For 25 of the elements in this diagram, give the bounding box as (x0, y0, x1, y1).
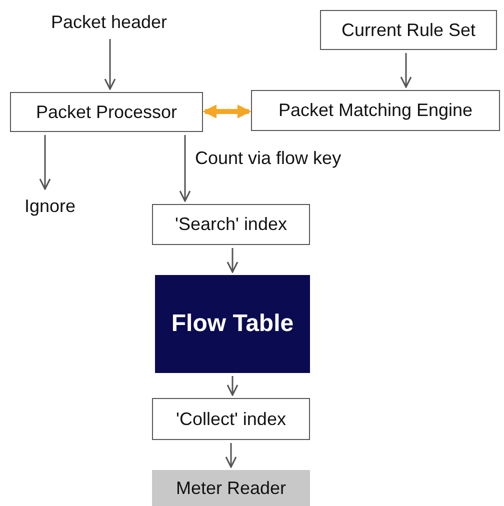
double-arrow (202, 104, 252, 118)
process-box (152, 398, 310, 440)
text-label: Packet header (50, 12, 168, 32)
box-label: Flow Table (171, 310, 294, 338)
process-box (152, 204, 310, 245)
box-label: Meter Reader (176, 478, 286, 498)
arrow (104, 39, 116, 90)
edge-label: Count via flow key (195, 148, 342, 169)
arrow (179, 135, 191, 202)
arrow (39, 135, 51, 190)
box-label: 'Search' index (175, 214, 287, 235)
box-label: Current Rule Set (341, 20, 476, 40)
box-label: 'Collect' index (176, 408, 286, 430)
output-box (152, 470, 310, 506)
process-box (320, 10, 497, 50)
text-label: Ignore (24, 196, 76, 216)
table-box (155, 275, 310, 373)
box-label: Packet Processor (36, 102, 178, 122)
process-box (251, 90, 500, 131)
arrow (226, 376, 238, 396)
arrow (226, 248, 238, 273)
arrow (400, 53, 412, 88)
process-box (10, 92, 203, 132)
box-label: Packet Matching Engine (278, 100, 473, 121)
arrow (225, 443, 237, 468)
